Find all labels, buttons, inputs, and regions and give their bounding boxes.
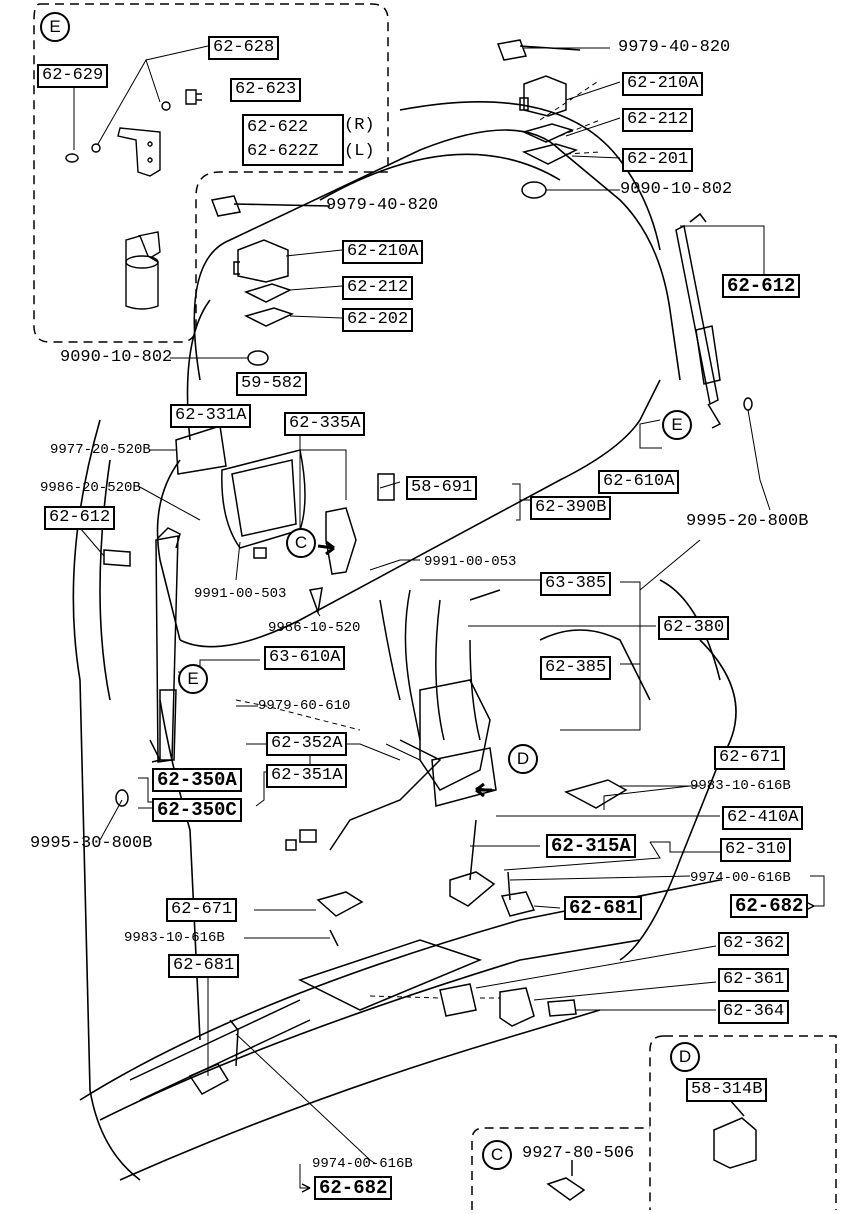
inset-drawings (546, 1099, 757, 1201)
part-62-350c-label: 62-350C (152, 798, 242, 822)
bolt-9977-label: 9977-20-520B (50, 442, 151, 458)
left-hinge-cap-label: 9090-10-802 (60, 348, 173, 367)
part-62-315a-label: 62-315A (546, 834, 636, 858)
part-62-682-lower-label: 62-682 (314, 1176, 393, 1200)
part-62-331a-label: 62-331A (170, 404, 252, 428)
marker-c: C (286, 528, 316, 558)
part-62-623-label: 62-623 (230, 78, 302, 102)
part-62-622-label: 62-622 (247, 118, 309, 137)
inset-c-frame (471, 1127, 650, 1210)
part-58-314b-label: 58-314B (686, 1078, 768, 1102)
side-right-label: (R) (344, 116, 375, 135)
arrow-d (475, 782, 492, 798)
screw-9974-lower-label: 9974-00-616B (312, 1156, 413, 1172)
part-62-628-label: 62-628 (208, 36, 280, 60)
part-62-385-label: 62-385 (540, 656, 612, 680)
part-62-410a-label: 62-410A (722, 806, 804, 830)
screw-9983-upper-label: 9983-10-616B (690, 778, 791, 794)
bolt-9986-20-label: 9986-20-520B (40, 480, 141, 496)
left-hinge-bolt-label: 9979-40-820 (326, 196, 439, 215)
part-62-380-label: 62-380 (658, 616, 730, 640)
part-62-681-upper-label: 62-681 (564, 896, 643, 920)
right-strut-part-label: 62-612 (722, 274, 801, 298)
right-strut-drawing (675, 212, 753, 429)
left-strut-assembly-label: 63-610A (264, 646, 346, 670)
part-62-335a-label: 62-335A (284, 412, 366, 436)
part-62-671-upper-label: 62-671 (714, 746, 786, 770)
arrow-c (317, 540, 335, 556)
left-strut-nut-label: 9995-30-800B (30, 834, 153, 853)
left-hinge-plate-label: 62-202 (342, 308, 414, 332)
left-strut-marker: E (178, 664, 208, 694)
right-strut-marker: E (662, 410, 692, 440)
right-strut-nut-label: 9995-20-800B (686, 512, 809, 531)
bolt-9979-60-610-label: 9979-60-610 (258, 698, 351, 714)
part-59-582-label: 59-582 (236, 372, 308, 396)
part-9927-80-506-label: 9927-80-506 (522, 1144, 635, 1163)
screw-9983-lower-label: 9983-10-616B (124, 930, 225, 946)
inset-c-marker: C (482, 1140, 512, 1170)
part-62-682-upper-label: 62-682 (730, 894, 809, 918)
top-hinge-bolt-label: 9979-40-820 (618, 38, 731, 57)
inset-e-marker: E (40, 12, 70, 42)
left-hinge-shim-label: 62-212 (342, 276, 414, 300)
part-62-362-label: 62-362 (718, 932, 790, 956)
nut-9991-00-053-label: 9991-00-053 (424, 554, 517, 570)
latch-drawing (235, 589, 628, 917)
screw-9974-upper-label: 9974-00-616B (690, 870, 791, 886)
part-58-691-label: 58-691 (406, 476, 478, 500)
right-strut-assembly-label: 62-610A (598, 470, 680, 494)
part-63-385-label: 63-385 (540, 572, 612, 596)
part-62-350a-label: 62-350A (152, 768, 242, 792)
top-hinge-plate-label: 62-201 (622, 148, 694, 172)
top-hinge-label: 62-210A (622, 72, 704, 96)
top-hinge-cap-label: 9090-10-802 (620, 180, 733, 199)
inset-d-marker: D (670, 1042, 700, 1072)
side-left-label: (L) (344, 142, 375, 161)
part-62-351a-label: 62-351A (266, 764, 348, 788)
marker-d: D (508, 744, 538, 774)
left-strut-drawing (103, 527, 181, 807)
inset-e-parts (65, 45, 209, 310)
part-62-352a-label: 62-352A (266, 732, 348, 756)
lower-parts-drawing (129, 891, 577, 1101)
screw-9986-10-520-label: 9986-10-520 (268, 620, 361, 636)
part-62-681-lower-label: 62-681 (168, 954, 240, 978)
top-hinge-drawing (496, 39, 601, 199)
left-strut-part-label: 62-612 (44, 506, 116, 530)
arrow-682b (301, 1183, 311, 1193)
left-hinge-label: 62-210A (342, 240, 424, 264)
door-outline (72, 101, 737, 1181)
part-62-622-group: 62-622 62-622Z (242, 114, 344, 166)
inset-d-frame (649, 1035, 837, 1210)
part-62-390b-label: 62-390B (530, 496, 612, 520)
part-62-310-label: 62-310 (720, 838, 792, 862)
part-62-364-label: 62-364 (718, 1000, 790, 1024)
part-62-629-label: 62-629 (37, 64, 109, 88)
top-hinge-shim-label: 62-212 (622, 108, 694, 132)
part-62-671-lower-label: 62-671 (166, 898, 238, 922)
part-62-361-label: 62-361 (718, 968, 790, 992)
part-62-622z-label: 62-622Z (247, 142, 319, 161)
nut-9991-00-503-label: 9991-00-503 (194, 586, 287, 602)
